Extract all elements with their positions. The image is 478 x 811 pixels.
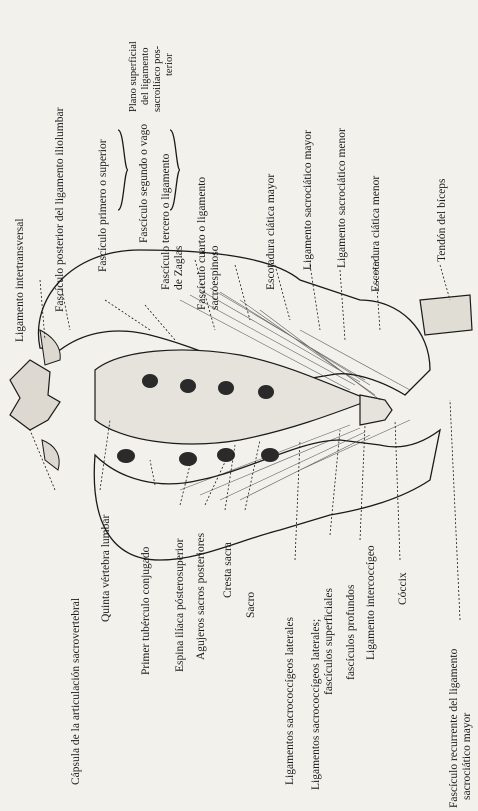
foramen xyxy=(180,379,196,393)
label-fasciculo-segundo: Fascículo segundo o vago xyxy=(138,124,150,243)
foramen xyxy=(179,452,197,466)
label-lig-sacrococcigeos-post-2: fascículos superficiales xyxy=(323,588,335,695)
label-primer-tuberculo: Primer tubérculo conjugado xyxy=(140,547,152,675)
label-fasciculos-profundos: fascículos profundos xyxy=(345,585,357,681)
label-lig-sacrococcigeos-post-1: Ligamentos sacrococcígeos laterales; xyxy=(310,619,322,790)
label-coccix: Cóccix xyxy=(397,572,409,605)
label-quinta-vertebra: Quinta vértebra lumbar xyxy=(100,515,112,622)
label-ligamento-intercoccigeo: Ligamento intercoccígeo xyxy=(365,545,377,660)
label-fasciculo-recurrente-2: sacrociático mayor xyxy=(461,713,473,800)
label-fasciculo-cuarto-1: Fascículo cuarto o ligamento xyxy=(196,177,208,310)
foramen xyxy=(258,385,274,399)
label-ligamento-sacrociatico-menor: Ligamento sacrociático menor xyxy=(336,128,348,268)
label-fasciculo-cuarto-2: sacroespinoso xyxy=(209,245,221,310)
label-fasciculo-recurrente-1: Fascículo recurrente del ligamento xyxy=(448,649,460,808)
label-fasciculo-tercero-2: de Zaglas xyxy=(173,246,185,290)
label-plano-superficial-1: Plano superficial xyxy=(128,41,140,112)
brace-upper xyxy=(118,130,128,210)
pointer-lines xyxy=(30,260,460,620)
label-fasciculo-primero: Fascículo primero o superior xyxy=(97,139,109,272)
label-lig-sacrococcigeos-laterales: Ligamentos sacrococcígeos laterales xyxy=(284,617,296,785)
label-escotadura-ciatica-mayor: Escotadura ciática mayor xyxy=(265,174,277,290)
lumbar-vertebra xyxy=(10,360,60,430)
label-plano-superficial-3: sacroilíaco pos- xyxy=(152,46,164,112)
lumbar-process xyxy=(40,330,60,365)
foramen xyxy=(217,448,235,462)
label-agujeros-sacros: Agujeros sacros posteriores xyxy=(195,533,207,660)
foramen xyxy=(261,448,279,462)
label-fasciculo-posterior-iliolumbar: Fascículo posterior del ligamento iliolu… xyxy=(54,108,66,312)
label-sacro: Sacro xyxy=(245,592,257,618)
label-ligamento-sacrociatico-mayor: Ligamento sacrociático mayor xyxy=(302,130,314,270)
lumbar-process-2 xyxy=(42,440,59,470)
biceps-tendon xyxy=(420,295,472,335)
label-cresta-sacra: Cresta sacra xyxy=(222,542,234,598)
foramen xyxy=(218,381,234,395)
label-ligamento-intertransversal: Ligamento intertransversal xyxy=(14,218,26,342)
label-plano-superficial-2: del ligamento xyxy=(140,48,152,105)
label-fasciculo-tercero-1: Fascículo tercero o ligamento xyxy=(160,154,172,290)
foramen xyxy=(142,374,158,388)
coccyx-shape xyxy=(360,395,392,425)
label-espina-iliaca: Espina ilíaca pósterosuperior xyxy=(174,539,186,673)
label-tendon-biceps: Tendón del bíceps xyxy=(436,178,448,262)
label-escotadura-ciatica-menor: Escotadura ciática menor xyxy=(370,176,382,292)
label-capsula-sacrovertebral: Cápsula de la articulación sacrovertebra… xyxy=(70,598,82,785)
foramen xyxy=(117,449,135,463)
label-plano-superficial-4: terior xyxy=(164,53,176,76)
